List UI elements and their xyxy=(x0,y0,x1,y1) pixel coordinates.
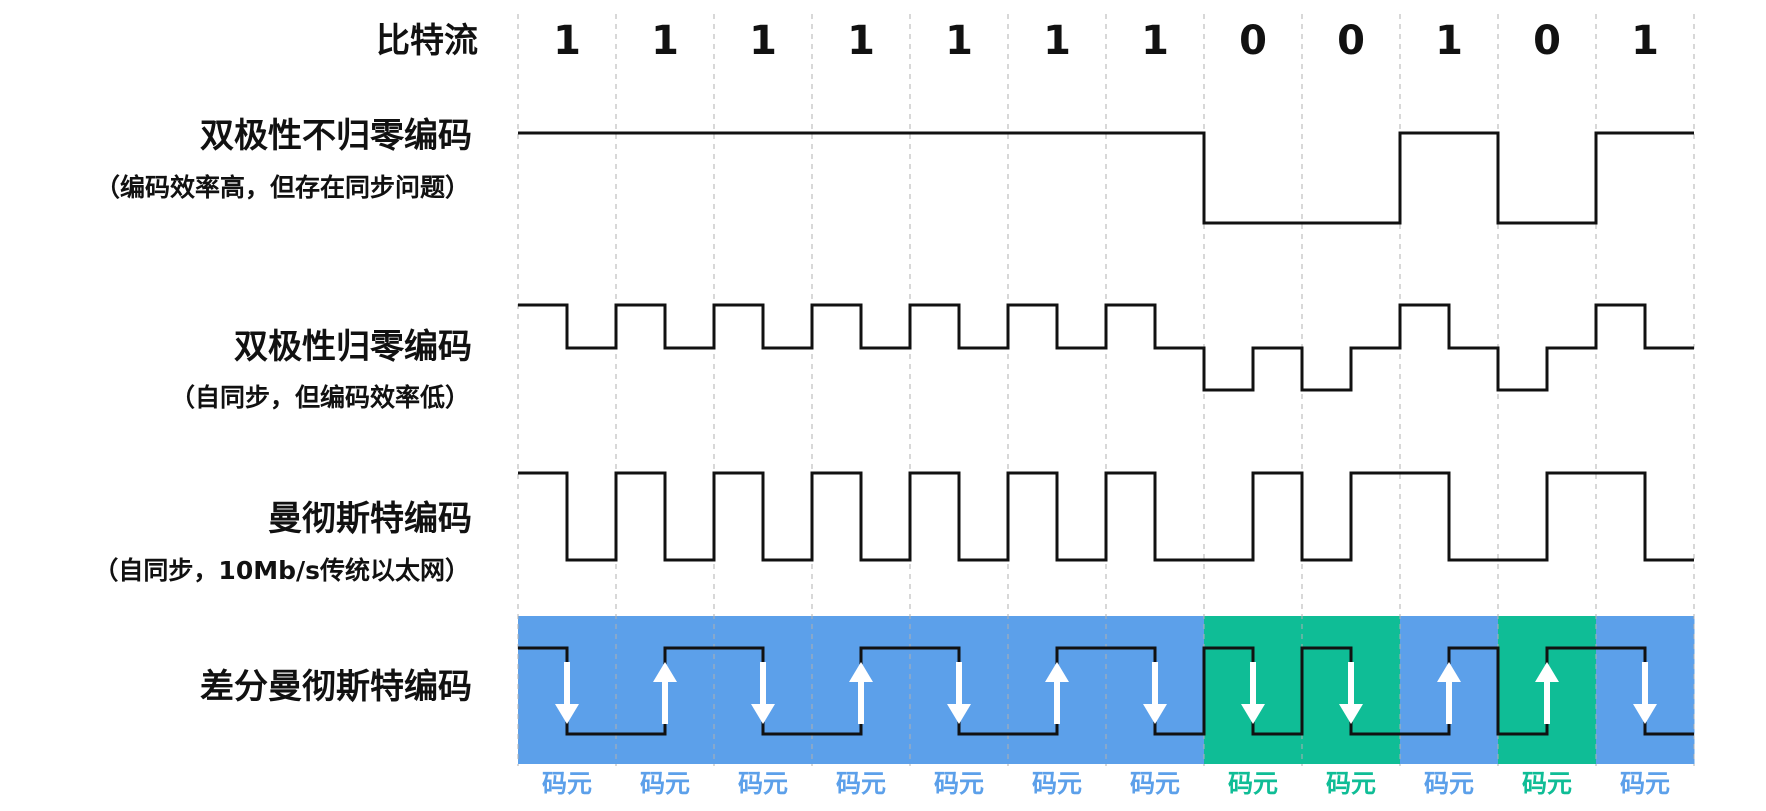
cell-label: 码元 xyxy=(1522,769,1572,798)
cell-label: 码元 xyxy=(738,769,788,798)
nrz-title: 双极性不归零编码 xyxy=(200,116,472,156)
bit-value: 1 xyxy=(1141,18,1169,64)
diff-manchester-title: 差分曼彻斯特编码 xyxy=(200,667,472,707)
bit-value: 1 xyxy=(945,18,973,64)
arrow-up-head xyxy=(1437,662,1461,682)
manchester-waveform xyxy=(518,471,1694,562)
cell-label: 码元 xyxy=(934,769,984,798)
cell-label: 码元 xyxy=(1228,769,1278,798)
bit-value: 1 xyxy=(651,18,679,64)
cell-label: 码元 xyxy=(1424,769,1474,798)
bit-value: 1 xyxy=(1631,18,1659,64)
arrow-up-head xyxy=(1535,662,1559,682)
arrow-up-head xyxy=(849,662,873,682)
arrow-up-head xyxy=(1045,662,1069,682)
cell-labels: 码元 码元 码元 码元 码元 码元 码元 码元 码元 码元 码元 码元 xyxy=(542,769,1670,798)
cell-label: 码元 xyxy=(1620,769,1670,798)
bit-value: 1 xyxy=(847,18,875,64)
bit-value: 0 xyxy=(1239,18,1267,64)
arrow-down-head xyxy=(1143,704,1167,724)
rz-waveform xyxy=(518,303,1694,392)
nrz-waveform xyxy=(518,131,1694,225)
bit-value: 0 xyxy=(1337,18,1365,64)
arrow-down-head xyxy=(751,704,775,724)
manchester-note: （自同步，10Mb/s传统以太网） xyxy=(93,556,470,585)
arrow-up-head xyxy=(653,662,677,682)
rz-title: 双极性归零编码 xyxy=(234,327,472,367)
bitstream-label: 比特流 xyxy=(376,21,478,61)
cell-label: 码元 xyxy=(1032,769,1082,798)
cell-label: 码元 xyxy=(836,769,886,798)
arrow-down-head xyxy=(1633,704,1657,724)
bit-value: 0 xyxy=(1533,18,1561,64)
arrow-down-head xyxy=(1241,704,1265,724)
cell-label: 码元 xyxy=(542,769,592,798)
arrow-down-head xyxy=(1339,704,1363,724)
arrow-down-head xyxy=(555,704,579,724)
cell-label: 码元 xyxy=(640,769,690,798)
manchester-title: 曼彻斯特编码 xyxy=(268,499,472,539)
nrz-note: （编码效率高，但存在同步问题） xyxy=(95,173,470,202)
rz-note: （自同步，但编码效率低） xyxy=(170,383,470,412)
bit-value: 1 xyxy=(1435,18,1463,64)
bit-value: 1 xyxy=(1043,18,1071,64)
arrow-down-head xyxy=(947,704,971,724)
bitstream-values: 1 1 1 1 1 1 1 0 0 1 0 1 xyxy=(553,18,1659,64)
bit-value: 1 xyxy=(553,18,581,64)
diff-manchester-arrows xyxy=(555,662,1657,724)
cell-label: 码元 xyxy=(1130,769,1180,798)
bit-value: 1 xyxy=(749,18,777,64)
cell-label: 码元 xyxy=(1326,769,1376,798)
